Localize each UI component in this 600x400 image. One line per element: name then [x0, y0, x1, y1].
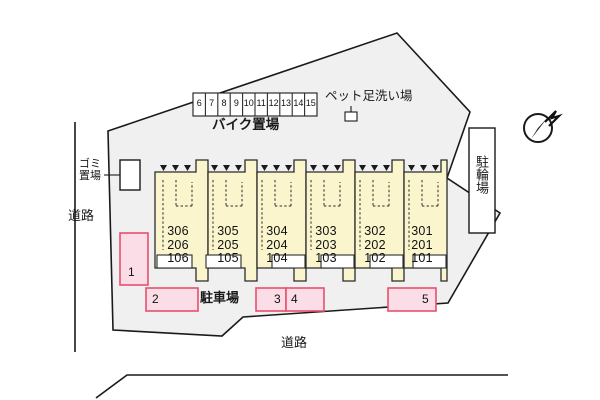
bike-stall-grid: [192, 92, 318, 117]
car-stall-5: [387, 287, 437, 312]
unit-entry-box: [156, 254, 193, 269]
bike-stall-number: 8: [221, 98, 227, 108]
bike-stall-number: 9: [233, 98, 239, 108]
unit-number-floor3: 304: [266, 224, 288, 238]
garbage-area-label-line2: 置場: [79, 169, 101, 182]
unit-number-floor1: 106: [167, 251, 189, 266]
garbage-area-box: [119, 159, 141, 191]
car-stall-1: [119, 232, 149, 286]
bike-stall-number: 15: [305, 98, 316, 108]
bike-stall-number: 12: [268, 98, 279, 108]
unit-number-floor1: 101: [411, 251, 433, 266]
car-stall-number-5: 5: [422, 292, 429, 306]
unit-number-floor1: 103: [315, 251, 337, 266]
unit-entry-box: [369, 254, 404, 269]
unit-number-floor3: 301: [411, 224, 433, 238]
bike-stall-number: 11: [256, 98, 266, 108]
unit-entry-box: [320, 254, 355, 269]
unit-number-floor3: 302: [364, 224, 386, 238]
car-parking-label: 駐車場: [200, 291, 240, 306]
unit-numbers-305: 305 205 105: [205, 224, 251, 266]
unit-numbers-301: 301 201 101: [399, 224, 445, 266]
unit-entry-box: [205, 254, 242, 269]
road-label-bottom: 道路: [281, 336, 308, 351]
bicycle-parking-box: [468, 127, 496, 234]
unit-number-floor2: 203: [315, 237, 337, 252]
car-stall-number-1: 1: [128, 265, 135, 279]
unit-number-floor1: 102: [364, 251, 386, 266]
unit-number-floor3: 305: [217, 224, 239, 238]
pet-wash-faucet-icon: [344, 106, 358, 122]
bike-stall-number: 13: [280, 98, 291, 108]
bike-stall-number: 7: [209, 98, 215, 108]
bike-area-label: バイク置場: [212, 117, 280, 133]
unit-entry-box: [271, 254, 306, 269]
bike-stall-number: 14: [293, 98, 304, 108]
unit-numbers-302: 302 202 102: [352, 224, 398, 266]
road-edge-bottom: [95, 374, 508, 399]
car-stall-2: [145, 287, 199, 312]
unit-number-floor2: 204: [266, 237, 288, 252]
unit-number-floor2: 201: [411, 237, 433, 252]
unit-numbers-306: 306 206 106: [155, 224, 201, 266]
car-stall-number-3: 3: [274, 292, 281, 306]
bike-stall-number: 6: [196, 98, 202, 108]
unit-numbers-304: 304 204 104: [254, 224, 300, 266]
unit-entry-box: [412, 254, 447, 269]
north-arrow-icon: [523, 110, 563, 143]
unit-number-floor3: 303: [315, 224, 337, 238]
car-stall-4: [285, 287, 325, 312]
bike-stall-number: 10: [243, 98, 254, 108]
unit-number-floor1: 105: [217, 251, 239, 266]
garbage-area-label-line1: ゴミ: [79, 157, 101, 170]
unit-number-floor2: 202: [364, 237, 386, 252]
unit-number-floor1: 104: [266, 251, 288, 266]
unit-number-floor3: 306: [167, 224, 189, 238]
unit-direction-arrows: [160, 165, 439, 171]
pet-wash-label: ペット足洗い場: [325, 88, 413, 103]
road-label-left: 道路: [68, 209, 95, 224]
car-stall-number-2: 2: [152, 292, 159, 306]
building-block: [154, 159, 448, 282]
car-stall-3: [255, 287, 287, 312]
unit-number-floor2: 205: [217, 237, 239, 252]
car-stall-number-4: 4: [291, 292, 298, 306]
unit-number-floor2: 206: [167, 237, 189, 252]
unit-numbers-303: 303 203 103: [303, 224, 349, 266]
bicycle-parking-label: 駐輪場: [473, 155, 488, 194]
